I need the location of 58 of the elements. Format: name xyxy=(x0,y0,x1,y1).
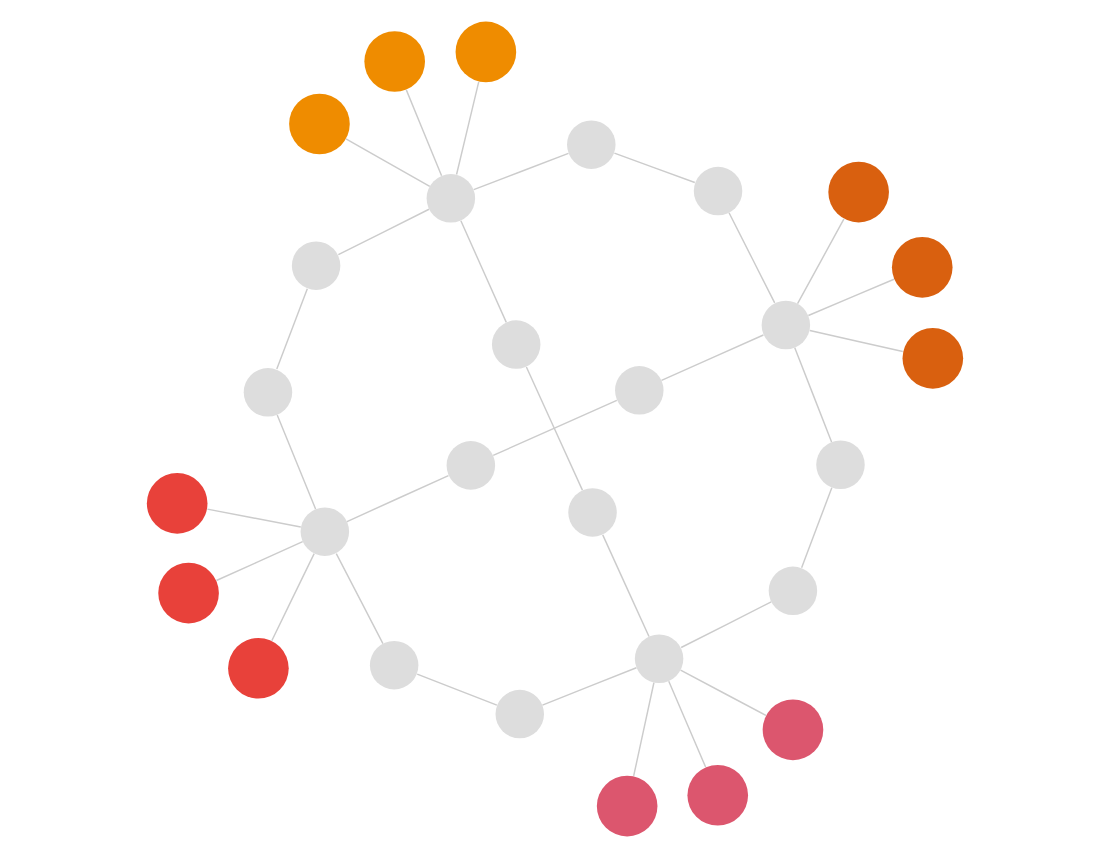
node-circle xyxy=(494,689,543,739)
node-circle xyxy=(227,637,288,699)
node-circle xyxy=(614,366,663,415)
node-circle xyxy=(761,699,823,761)
node-circle xyxy=(890,237,952,298)
node-circle xyxy=(633,634,683,683)
node-circle xyxy=(692,166,742,216)
connector xyxy=(659,334,764,382)
connector xyxy=(795,218,844,305)
connector xyxy=(491,399,617,457)
connector xyxy=(205,508,301,528)
node-circle xyxy=(566,120,615,169)
connector xyxy=(799,487,832,569)
node-circle xyxy=(242,368,292,417)
node-circle xyxy=(425,174,475,223)
connector xyxy=(345,474,449,523)
connector xyxy=(404,89,442,177)
connector xyxy=(334,552,383,645)
connector xyxy=(540,667,637,706)
node-circle xyxy=(288,93,349,155)
connector xyxy=(678,669,766,717)
node-circle xyxy=(760,300,810,350)
connector xyxy=(612,152,695,184)
connector xyxy=(336,208,429,256)
connector xyxy=(808,329,903,353)
connector xyxy=(806,278,894,317)
node-circle xyxy=(363,31,424,92)
connector xyxy=(214,540,303,582)
connector xyxy=(459,220,506,324)
connector xyxy=(454,81,479,176)
connector xyxy=(472,152,569,191)
node-circle xyxy=(157,562,218,624)
connector xyxy=(415,673,497,706)
connector xyxy=(793,347,832,443)
connector xyxy=(601,534,649,638)
connector xyxy=(270,552,314,642)
connector xyxy=(679,601,771,649)
connector xyxy=(524,366,583,491)
node-circle xyxy=(686,764,748,826)
node-circle xyxy=(299,507,349,556)
node-circle xyxy=(454,21,516,83)
node-circle xyxy=(145,473,207,534)
node-circle xyxy=(595,775,657,837)
connector xyxy=(727,212,775,304)
connector xyxy=(667,680,706,768)
node-circle xyxy=(767,566,817,616)
node-circle xyxy=(490,320,540,369)
node-circle xyxy=(290,241,340,290)
node-circle xyxy=(901,328,963,389)
node-circle xyxy=(827,161,888,223)
connector xyxy=(631,682,654,777)
node-circle xyxy=(815,440,864,489)
connector xyxy=(344,138,430,188)
connector xyxy=(275,414,316,510)
node-circle xyxy=(368,640,418,690)
connector xyxy=(275,288,308,370)
node-circle xyxy=(567,488,616,537)
node-circle xyxy=(445,441,495,490)
